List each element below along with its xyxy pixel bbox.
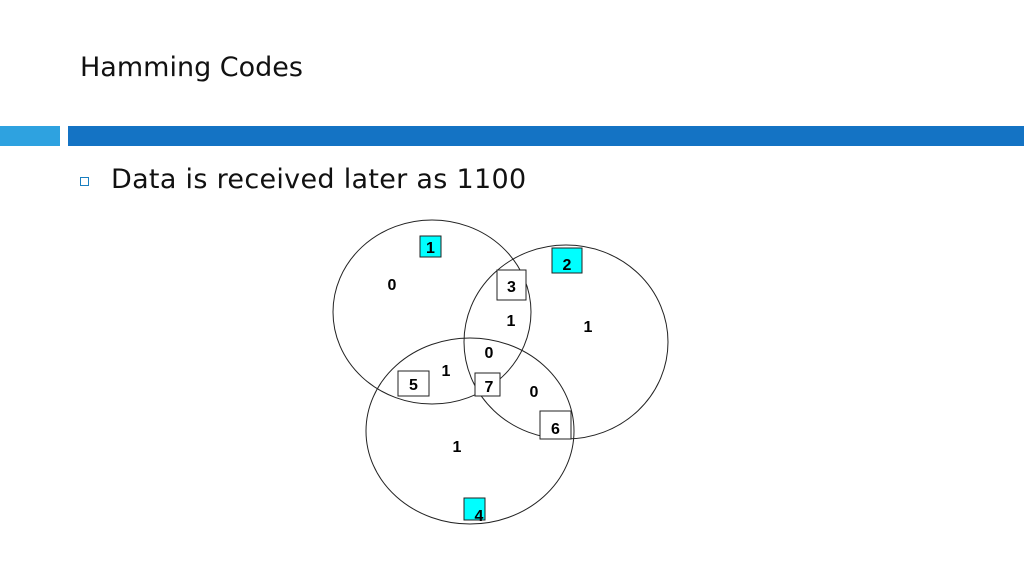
bit-value: 1 [507,313,516,330]
position-box-6-label: 6 [551,421,560,438]
position-box-5-label: 5 [409,377,418,394]
position-box-3-label: 3 [507,279,516,296]
bit-value: 1 [442,363,451,380]
position-box-7: 7 [474,372,501,397]
circle-parity-2 [463,244,669,440]
position-box-6: 6 [539,410,572,440]
position-box-5-bg [397,370,430,397]
bullet-text: Data is received later as 1100 [111,164,527,195]
position-box-4-label: 4 [475,508,484,525]
position-box-2-label: 2 [563,257,572,274]
bit-value: 0 [530,384,539,401]
position-box-5: 5 [397,370,430,397]
position-box-7-bg [474,372,501,397]
position-box-6-bg [539,410,572,440]
position-box-2: 2 [551,247,583,274]
bit-value: 1 [453,439,462,456]
position-box-4-bg [463,497,486,521]
position-box-3: 3 [496,269,527,301]
title-rule-accent [0,126,60,146]
bullet-item: Data is received later as 1100 [80,164,526,195]
square-bullet-icon [80,177,89,186]
slide-title: Hamming Codes [80,52,303,83]
position-box-1-bg [419,235,442,258]
bit-value: 0 [388,277,397,294]
bit-value: 0 [485,345,494,362]
position-box-2-bg [551,247,583,274]
position-box-1: 1 [419,235,442,258]
circle-parity-4 [365,337,575,525]
circle-parity-1 [332,219,532,405]
title-rule-bar [68,126,1024,146]
bit-value: 1 [584,319,593,336]
position-box-4: 4 [463,497,486,525]
position-box-7-label: 7 [485,379,494,396]
position-box-1-label: 1 [426,240,435,257]
position-box-3-bg [496,269,527,301]
